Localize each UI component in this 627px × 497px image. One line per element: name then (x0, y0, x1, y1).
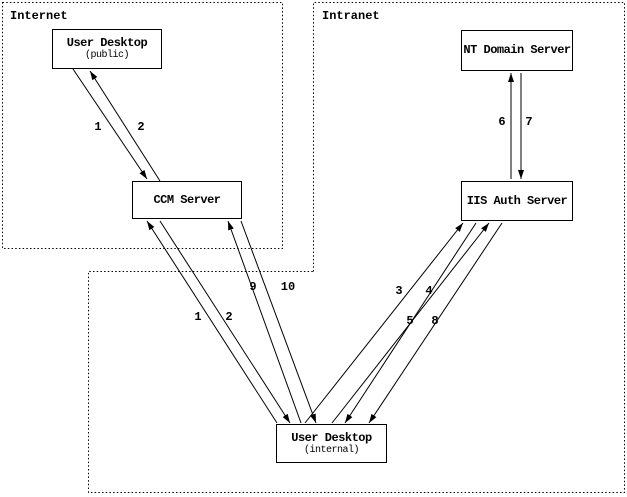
internet-zone-label: Internet (10, 9, 68, 23)
node-nt-domain-server: NT Domain Server (461, 30, 573, 71)
node-subtitle: (public) (84, 50, 130, 61)
intranet-zone-label: Intranet (322, 9, 380, 23)
node-user-desktop-public: User Desktop (public) (52, 29, 162, 69)
step-label-6: 6 (498, 115, 506, 129)
arrow-line-3-internal-to-iis (304, 222, 464, 424)
arrow-line-5-internal-to-iis (331, 222, 490, 424)
node-title: NT Domain Server (463, 43, 571, 57)
node-title: CCM Server (153, 192, 221, 207)
node-title: User Desktop (291, 430, 372, 445)
arrow-line-2-ccm-to-public (89, 70, 161, 182)
step-label-1-internal: 1 (194, 310, 202, 324)
intranet-zone-outline (88, 2, 625, 493)
node-title: IIS Auth Server (466, 193, 568, 208)
arrow-line-1-internal-to-ccm (146, 220, 278, 424)
node-user-desktop-internal: User Desktop (internal) (276, 424, 387, 463)
step-label-1-public: 1 (94, 120, 102, 134)
step-label-8: 8 (431, 314, 439, 328)
step-label-2-internal: 2 (225, 310, 233, 324)
arrow-line-8-iis-to-internal (368, 222, 503, 424)
node-ccm-server: CCM Server (132, 181, 242, 219)
step-label-3: 3 (395, 284, 403, 298)
node-iis-auth-server: IIS Auth Server (461, 181, 573, 221)
arrow-line-1-public-to-ccm (72, 68, 148, 180)
arrow-line-9-internal-to-ccm (227, 220, 302, 424)
step-label-5: 5 (406, 314, 414, 328)
arrow-line-10-ccm-to-internal (240, 220, 317, 424)
node-title: User Desktop (66, 36, 148, 50)
step-label-10: 10 (280, 280, 296, 294)
step-label-9: 9 (249, 280, 257, 294)
step-label-7: 7 (525, 115, 533, 129)
step-label-4: 4 (425, 284, 433, 298)
internet-zone-outline (2, 2, 283, 249)
node-subtitle: (internal) (303, 444, 360, 456)
step-label-2-public: 2 (137, 120, 145, 134)
arrow-line-2-ccm-to-internal (159, 220, 291, 424)
